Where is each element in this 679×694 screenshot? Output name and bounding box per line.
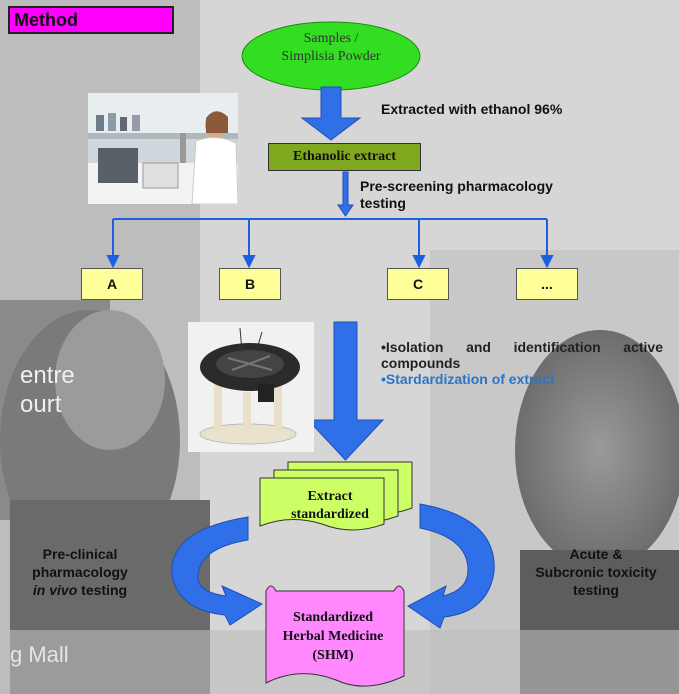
prescreen-label: Pre-screening pharmacology testing (360, 178, 553, 211)
title-badge: Method (8, 6, 174, 34)
ethanolic-extract-box: Ethanolic extract (268, 143, 421, 171)
extract-standardized-doc (259, 461, 413, 531)
branch-box-a: A (81, 268, 143, 300)
branch-box-more: ... (516, 268, 578, 300)
extraction-label: Extracted with ethanol 96% (381, 101, 563, 117)
start-node-label: Samples / Simplisia Powder (281, 31, 381, 64)
svg-text:entre: entre (20, 362, 75, 389)
shm-label: Standardized Herbal Medicine (SHM) (282, 610, 384, 663)
bullet-standardization: •Stardardization of extract (381, 371, 555, 387)
svg-text:ourt: ourt (20, 391, 62, 418)
arrow-down-3 (306, 321, 385, 461)
svg-text:g Mall: g Mall (10, 642, 69, 667)
bullet-isolation: •Isolation and identification active com… (381, 339, 663, 371)
instrument-photo (188, 322, 314, 452)
left-curved-arrow (171, 516, 264, 626)
right-curved-arrow (407, 503, 495, 629)
shm-doc (265, 585, 405, 687)
preclinical-label: Pre-clinical pharmacology in vivo testin… (32, 546, 128, 598)
arrow-down-1 (300, 86, 362, 141)
lab-photo (88, 93, 238, 204)
isolation-bullets: •Isolation and identification active com… (381, 339, 663, 387)
extract-standardized-label: Extract standardized (291, 489, 369, 522)
toxicity-label: Acute & Subcronic toxicity testing (535, 546, 657, 598)
branch-box-b: B (219, 268, 281, 300)
arrow-down-2 (337, 171, 354, 217)
branch-box-c: C (387, 268, 449, 300)
